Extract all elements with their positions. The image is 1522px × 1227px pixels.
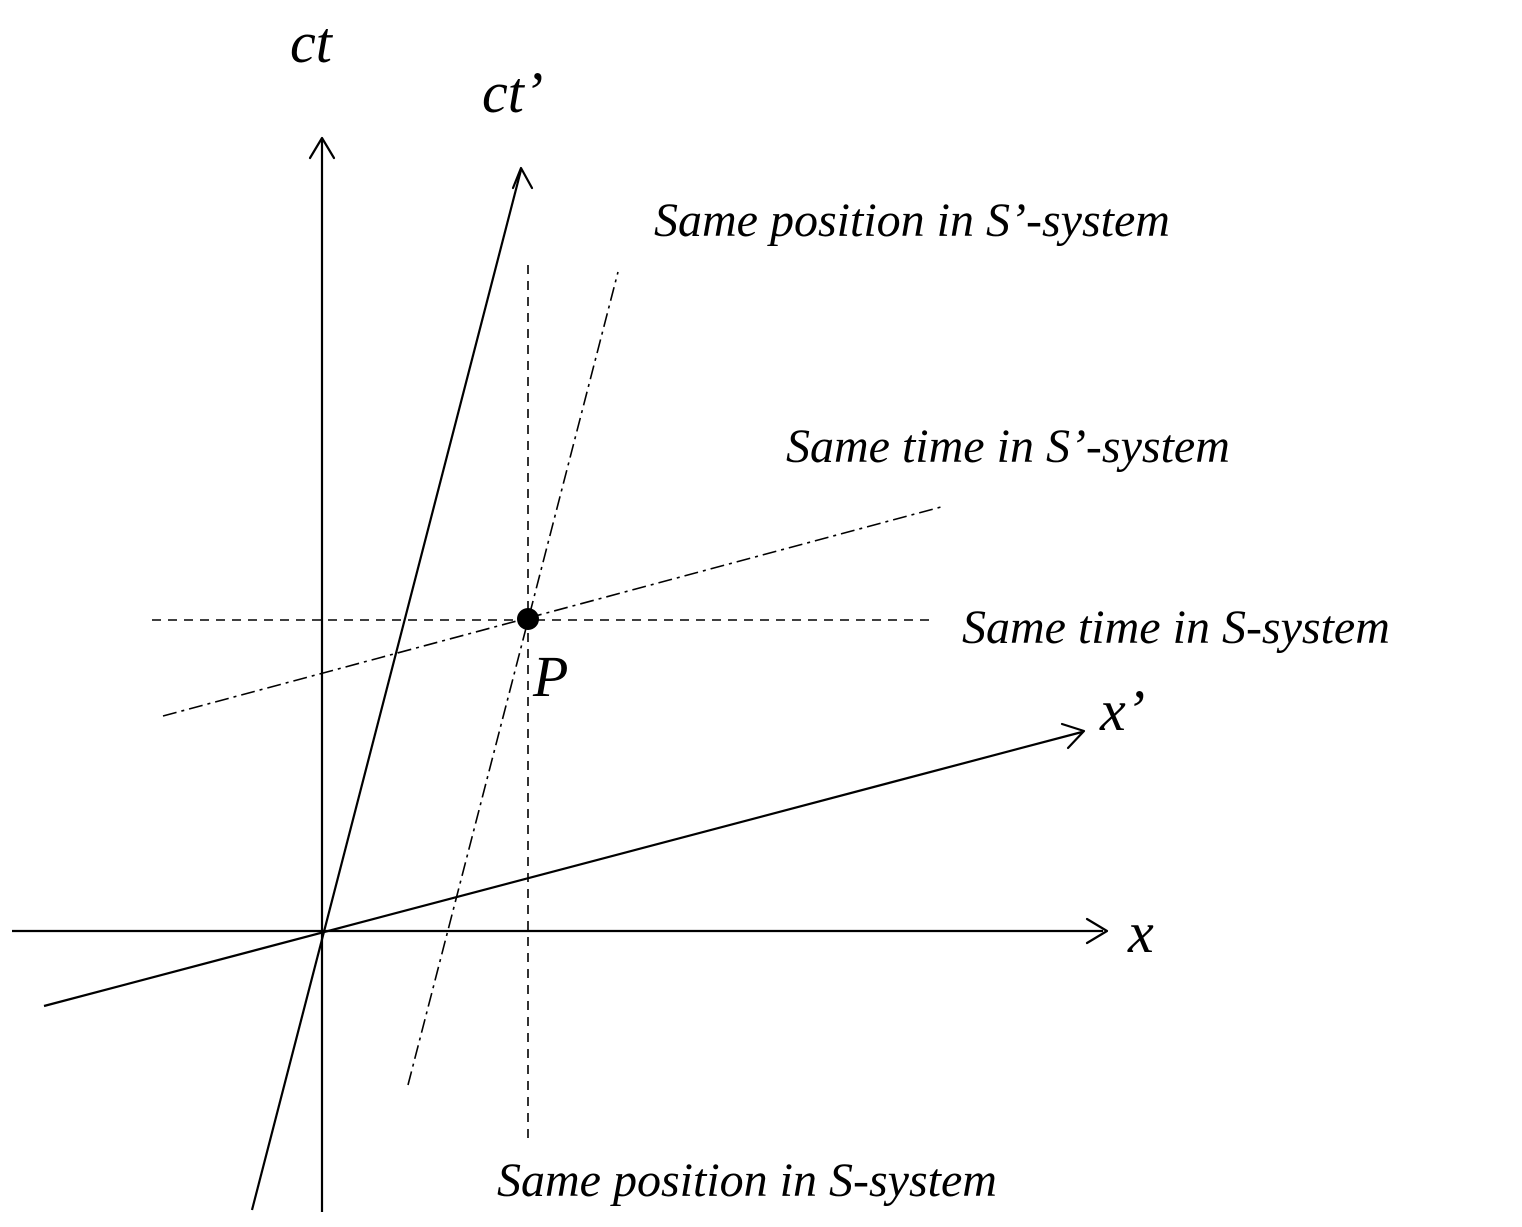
same-time-s-note: Same time in S-system (962, 601, 1390, 654)
x-axis-label: x (1127, 900, 1154, 965)
ct-prime-axis (250, 169, 523, 1211)
same-time-s-prime-note: Same time in S’-system (786, 420, 1230, 473)
x-prime-axis-label: x’ (1099, 678, 1145, 743)
same-position-s-prime-line (407, 271, 619, 1086)
x-prime-axis-arrowhead (1060, 722, 1086, 750)
ct-prime-axis-label: ct’ (482, 60, 543, 125)
same-position-s-note: Same position in S-system (497, 1154, 997, 1207)
ct-axis-label: ct (290, 10, 334, 75)
point-label: P (532, 644, 568, 709)
x-prime-axis (43, 730, 1083, 1008)
event-point (517, 608, 539, 630)
ct-prime-axis-arrowhead (511, 166, 534, 190)
same-position-s-prime-note: Same position in S’-system (654, 194, 1170, 247)
ct-axis-arrowhead (308, 136, 336, 160)
x-axis-arrowhead (1085, 917, 1109, 945)
